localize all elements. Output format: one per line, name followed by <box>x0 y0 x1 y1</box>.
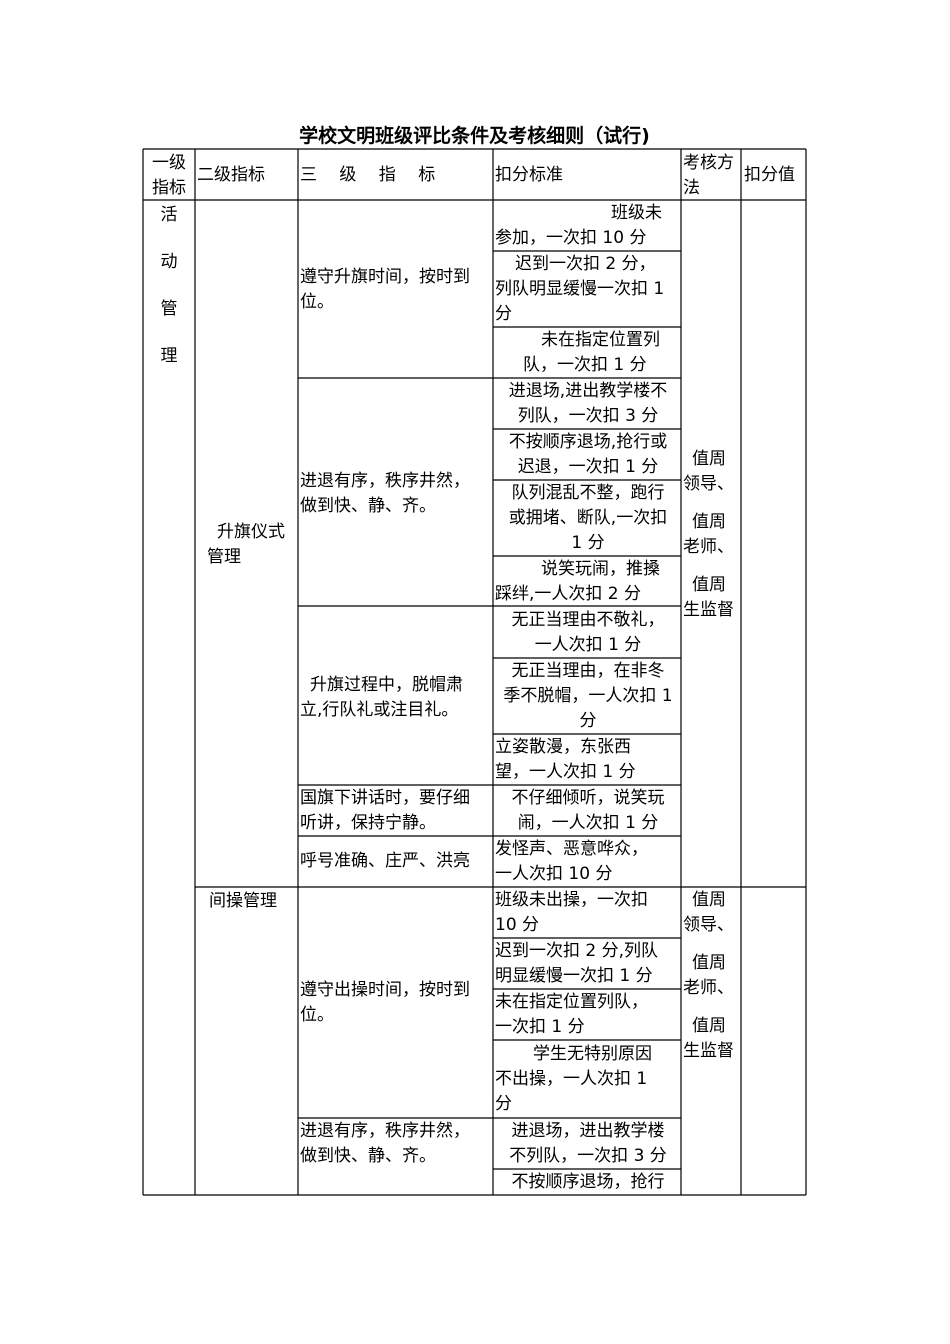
standard-cell: 立姿散漫，东张西望，一人次扣 1 分 <box>495 737 636 782</box>
level3-exercise-order: 进退有序，秩序井然，做到快、静、齐。 <box>300 1121 470 1166</box>
header-level1: 一级指标 <box>152 153 186 198</box>
standard-cell: 不按顺序退场,抢行或迟退，一次扣 1 分 <box>508 432 668 477</box>
standard-cell: 未在指定位置列队，一次扣 1 分 <box>523 330 660 375</box>
header-method: 考核方法 <box>683 153 734 198</box>
standard-cell: 说笑玩闹，推搡踩绊,一人次扣 2 分 <box>495 559 660 604</box>
standard-cell: 进退场，进出教学楼不列队，一次扣 3 分 <box>509 1121 667 1166</box>
level3-flag-time: 遵守升旗时间，按时到位。 <box>300 267 470 312</box>
level3-flag-order: 进退有序，秩序井然，做到快、静、齐。 <box>300 471 470 516</box>
level3-flag-speech: 国旗下讲话时，要仔细听讲，保持宁静。 <box>300 788 470 833</box>
standard-cell: 迟到一次扣 2 分,列队明显缓慢一次扣 1 分 <box>495 941 659 986</box>
method-exercise: 值周领导、 值周老师、 值周生监督 <box>683 890 734 1061</box>
header-value: 扣分值 <box>744 165 795 185</box>
standard-cell: 未在指定位置列队，一次扣 1 分 <box>495 992 648 1037</box>
standard-cell: 班级未参加，一次扣 10 分 <box>495 203 662 248</box>
level3-flag-process: 升旗过程中，脱帽肃立,行队礼或注目礼。 <box>300 675 463 720</box>
standard-cell: 进退场,进出教学楼不列队，一次扣 3 分 <box>508 381 668 426</box>
header-level3: 三 级 指 标 <box>300 165 436 185</box>
header-standard: 扣分标准 <box>495 165 563 185</box>
level3-exercise-time: 遵守出操时间，按时到位。 <box>300 980 470 1025</box>
standard-cell: 不仔细倾听，说笑玩闹，一人次扣 1 分 <box>511 788 665 833</box>
level3-flag-shout: 呼号准确、庄严、洪亮 <box>300 851 470 871</box>
standard-cell: 发怪声、恶意哗众，一人次扣 10 分 <box>495 839 648 884</box>
method-flag: 值周领导、 值周老师、 值周生监督 <box>683 449 734 620</box>
level2-exercise: 间操管理 <box>209 891 277 911</box>
standard-cell: 不按顺序退场，抢行 <box>511 1172 665 1192</box>
document-title: 学校文明班级评比条件及考核细则（试行) <box>299 125 650 147</box>
header-level2: 二级指标 <box>197 165 265 185</box>
level2-flag-ceremony: 升旗仪式 管理 <box>207 522 285 567</box>
level1-label: 活动 管理 <box>160 205 178 366</box>
standard-cell: 无正当理由不敬礼，一人次扣 1 分 <box>511 610 665 655</box>
